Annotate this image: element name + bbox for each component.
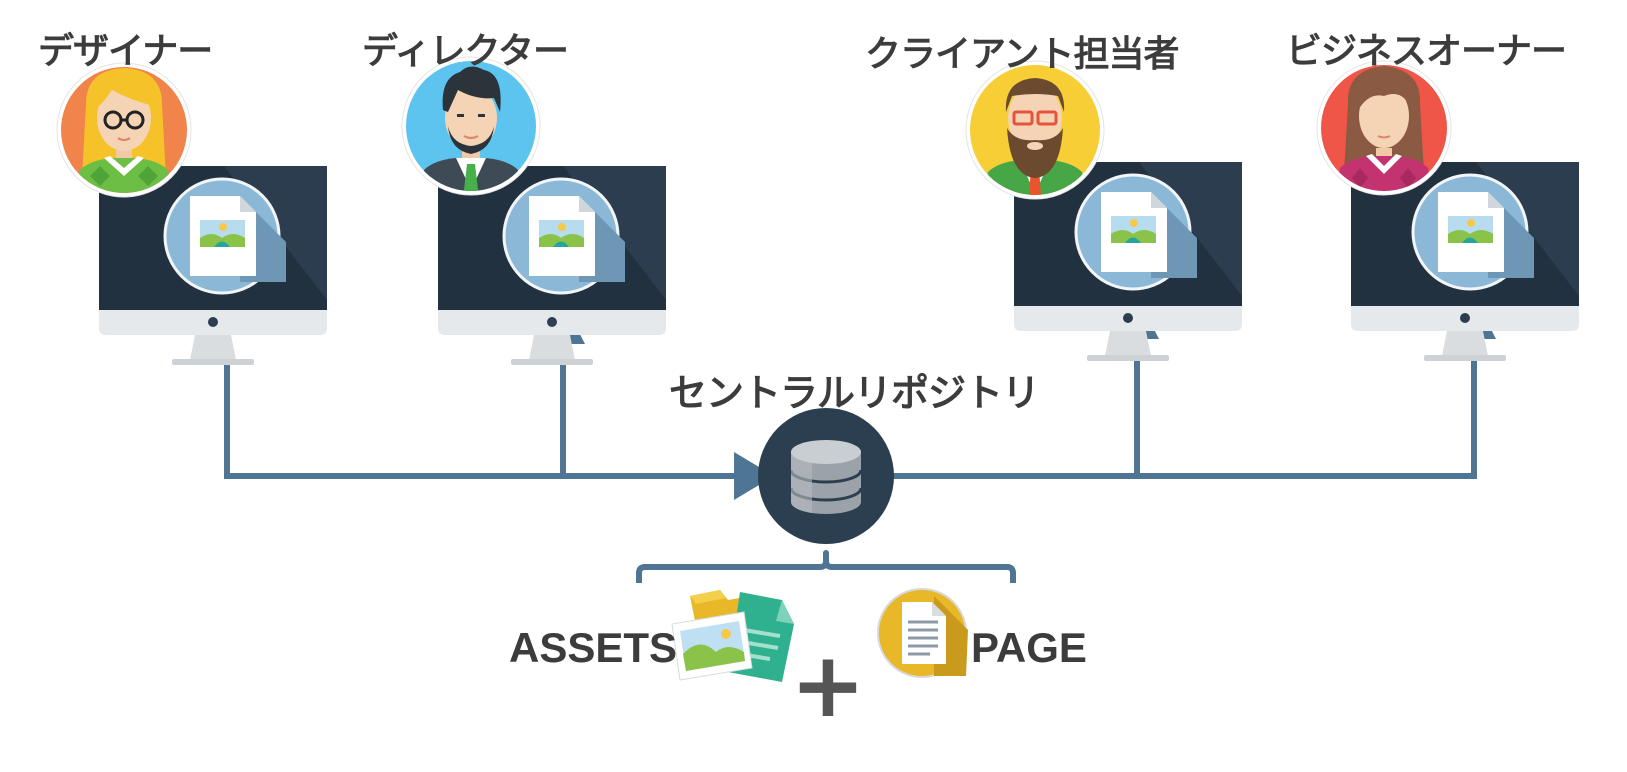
content-brace: [636, 550, 1016, 583]
image-file-icon: [1074, 173, 1197, 291]
designer-connector: [224, 312, 738, 479]
role-label-client-manager: クライアント担当者: [865, 34, 1180, 75]
role-label-business-owner: ビジネスオーナー: [1286, 31, 1567, 72]
monitor-neck: [190, 335, 236, 360]
svg-text:+: +: [790, 633, 865, 738]
image-file-icon: [502, 177, 625, 295]
monitor-client-manager: [1014, 162, 1242, 361]
business-owner-connector: [1137, 331, 1477, 479]
role-label-director: ディレクター: [362, 31, 569, 72]
monitor-button: [208, 317, 218, 327]
monitor-foot: [1424, 355, 1506, 361]
monitor-neck: [1105, 331, 1151, 356]
image-file-icon: [1411, 173, 1534, 291]
plus-icon: +: [790, 633, 865, 738]
repository-label: セントラルリポジトリ: [669, 371, 1040, 415]
monitor-button: [1460, 313, 1470, 323]
business-owner-avatar: [1316, 60, 1452, 196]
monitor-designer: [99, 166, 327, 365]
director-avatar: [401, 56, 541, 196]
assets-label: ASSETS: [509, 624, 678, 671]
page-document-icon: [877, 588, 968, 678]
database-icon: [758, 408, 894, 544]
monitor-foot: [1087, 355, 1169, 361]
monitor-business-owner: [1351, 162, 1579, 361]
designer-avatar: [56, 62, 192, 198]
monitor-button: [547, 317, 557, 327]
monitor-foot: [172, 359, 254, 365]
monitor-director: [438, 166, 666, 365]
image-file-icon: [163, 177, 286, 295]
monitor-foot: [511, 359, 593, 365]
client-manager-avatar: [965, 60, 1105, 200]
assets-files-icon: [671, 590, 794, 682]
monitor-neck: [1442, 331, 1488, 356]
role-label-designer: デザイナー: [38, 31, 213, 72]
monitor-neck: [529, 335, 575, 360]
page-label: PAGE: [971, 624, 1087, 671]
connector-lines: [224, 312, 1477, 479]
monitor-button: [1123, 313, 1133, 323]
repository-arrowhead: [734, 452, 774, 500]
